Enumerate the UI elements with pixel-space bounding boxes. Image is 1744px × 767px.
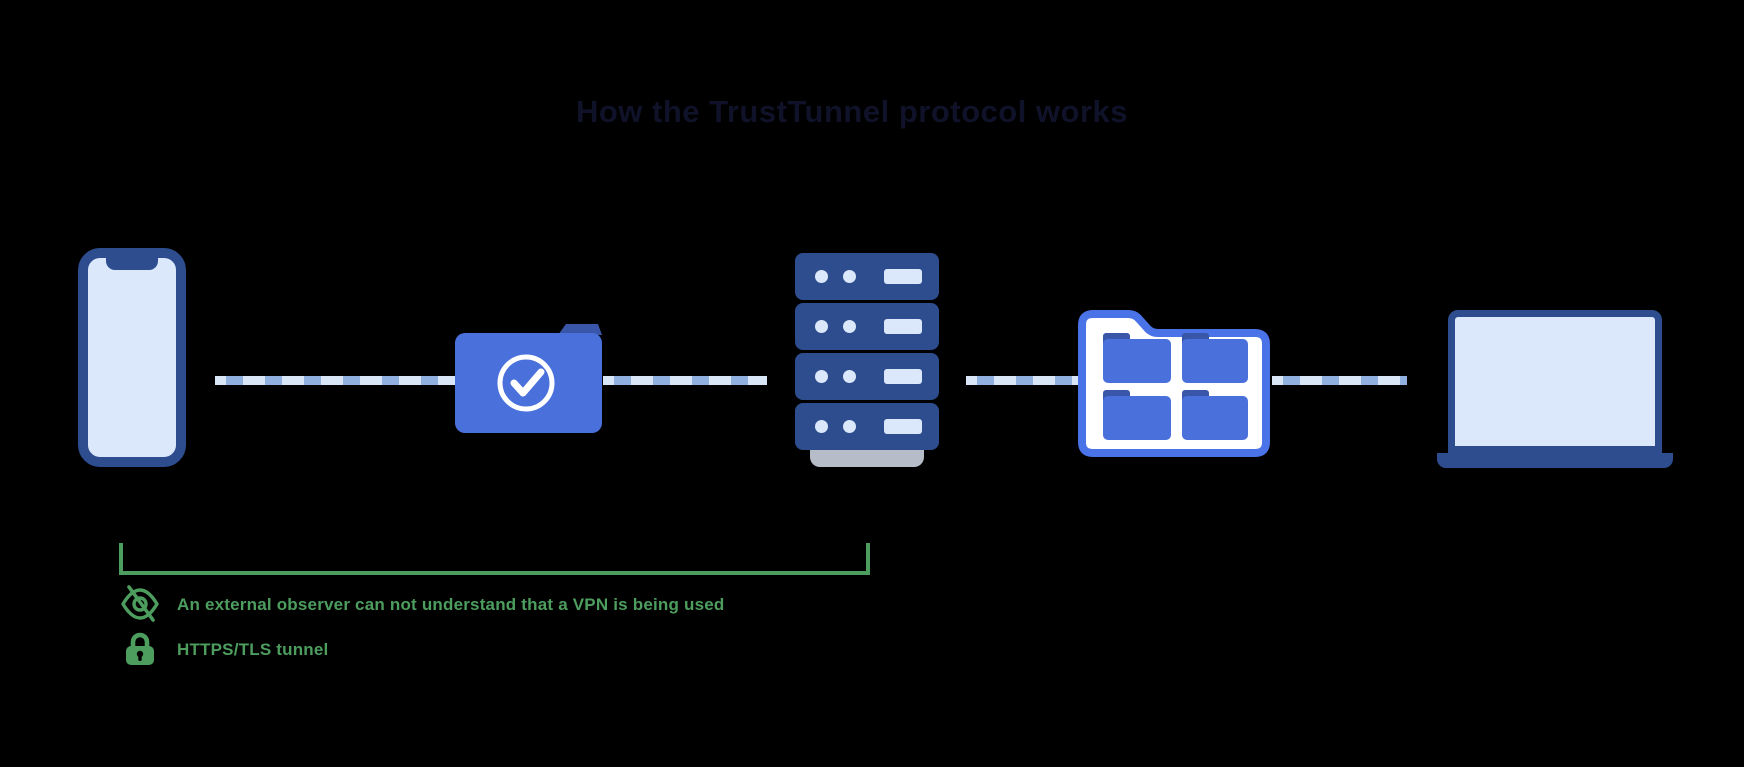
tunnel-line-folder-to-server [603,376,767,385]
mini-folder [1182,333,1248,383]
page-title: How the TrustTunnel protocol works [575,94,1129,129]
legend-observer: An external observer can not understand … [119,584,819,626]
mini-folder [1103,390,1171,440]
legend-tunnel: HTTPS/TLS tunnel [119,630,519,670]
smartphone-icon [78,248,186,467]
server-unit [795,403,939,450]
server-unit [795,253,939,300]
eye-off-icon [119,584,161,627]
tunnel-line-storage-to-laptop [1272,376,1407,385]
folder-check-icon [455,324,602,434]
phone-notch [106,256,158,270]
server-unit [795,303,939,350]
laptop-icon [1448,310,1662,453]
legend-observer-label: An external observer can not understand … [177,595,725,614]
tunnel-line-phone-to-folder [215,376,457,385]
legend-tunnel-label: HTTPS/TLS tunnel [177,640,329,659]
mini-folder [1182,390,1248,440]
server-base [810,450,924,467]
server-stack-icon [795,253,939,468]
server-unit [795,353,939,400]
mini-folder [1103,333,1171,383]
folders-grid-icon [1078,304,1270,457]
laptop-base [1437,453,1673,468]
lock-icon [123,630,157,671]
tunnel-scope-bracket [119,543,870,575]
tunnel-line-server-to-storage [966,376,1078,385]
